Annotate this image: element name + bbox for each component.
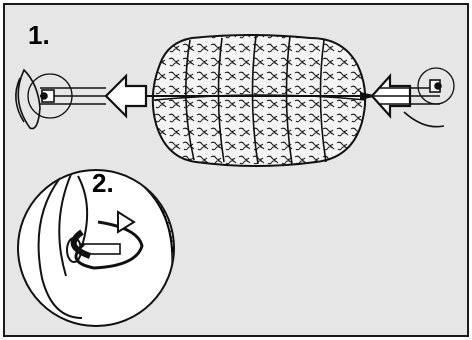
roast-meat: [153, 35, 366, 166]
step-2-label: 2.: [92, 168, 114, 198]
step-1-label: 1.: [28, 20, 50, 50]
